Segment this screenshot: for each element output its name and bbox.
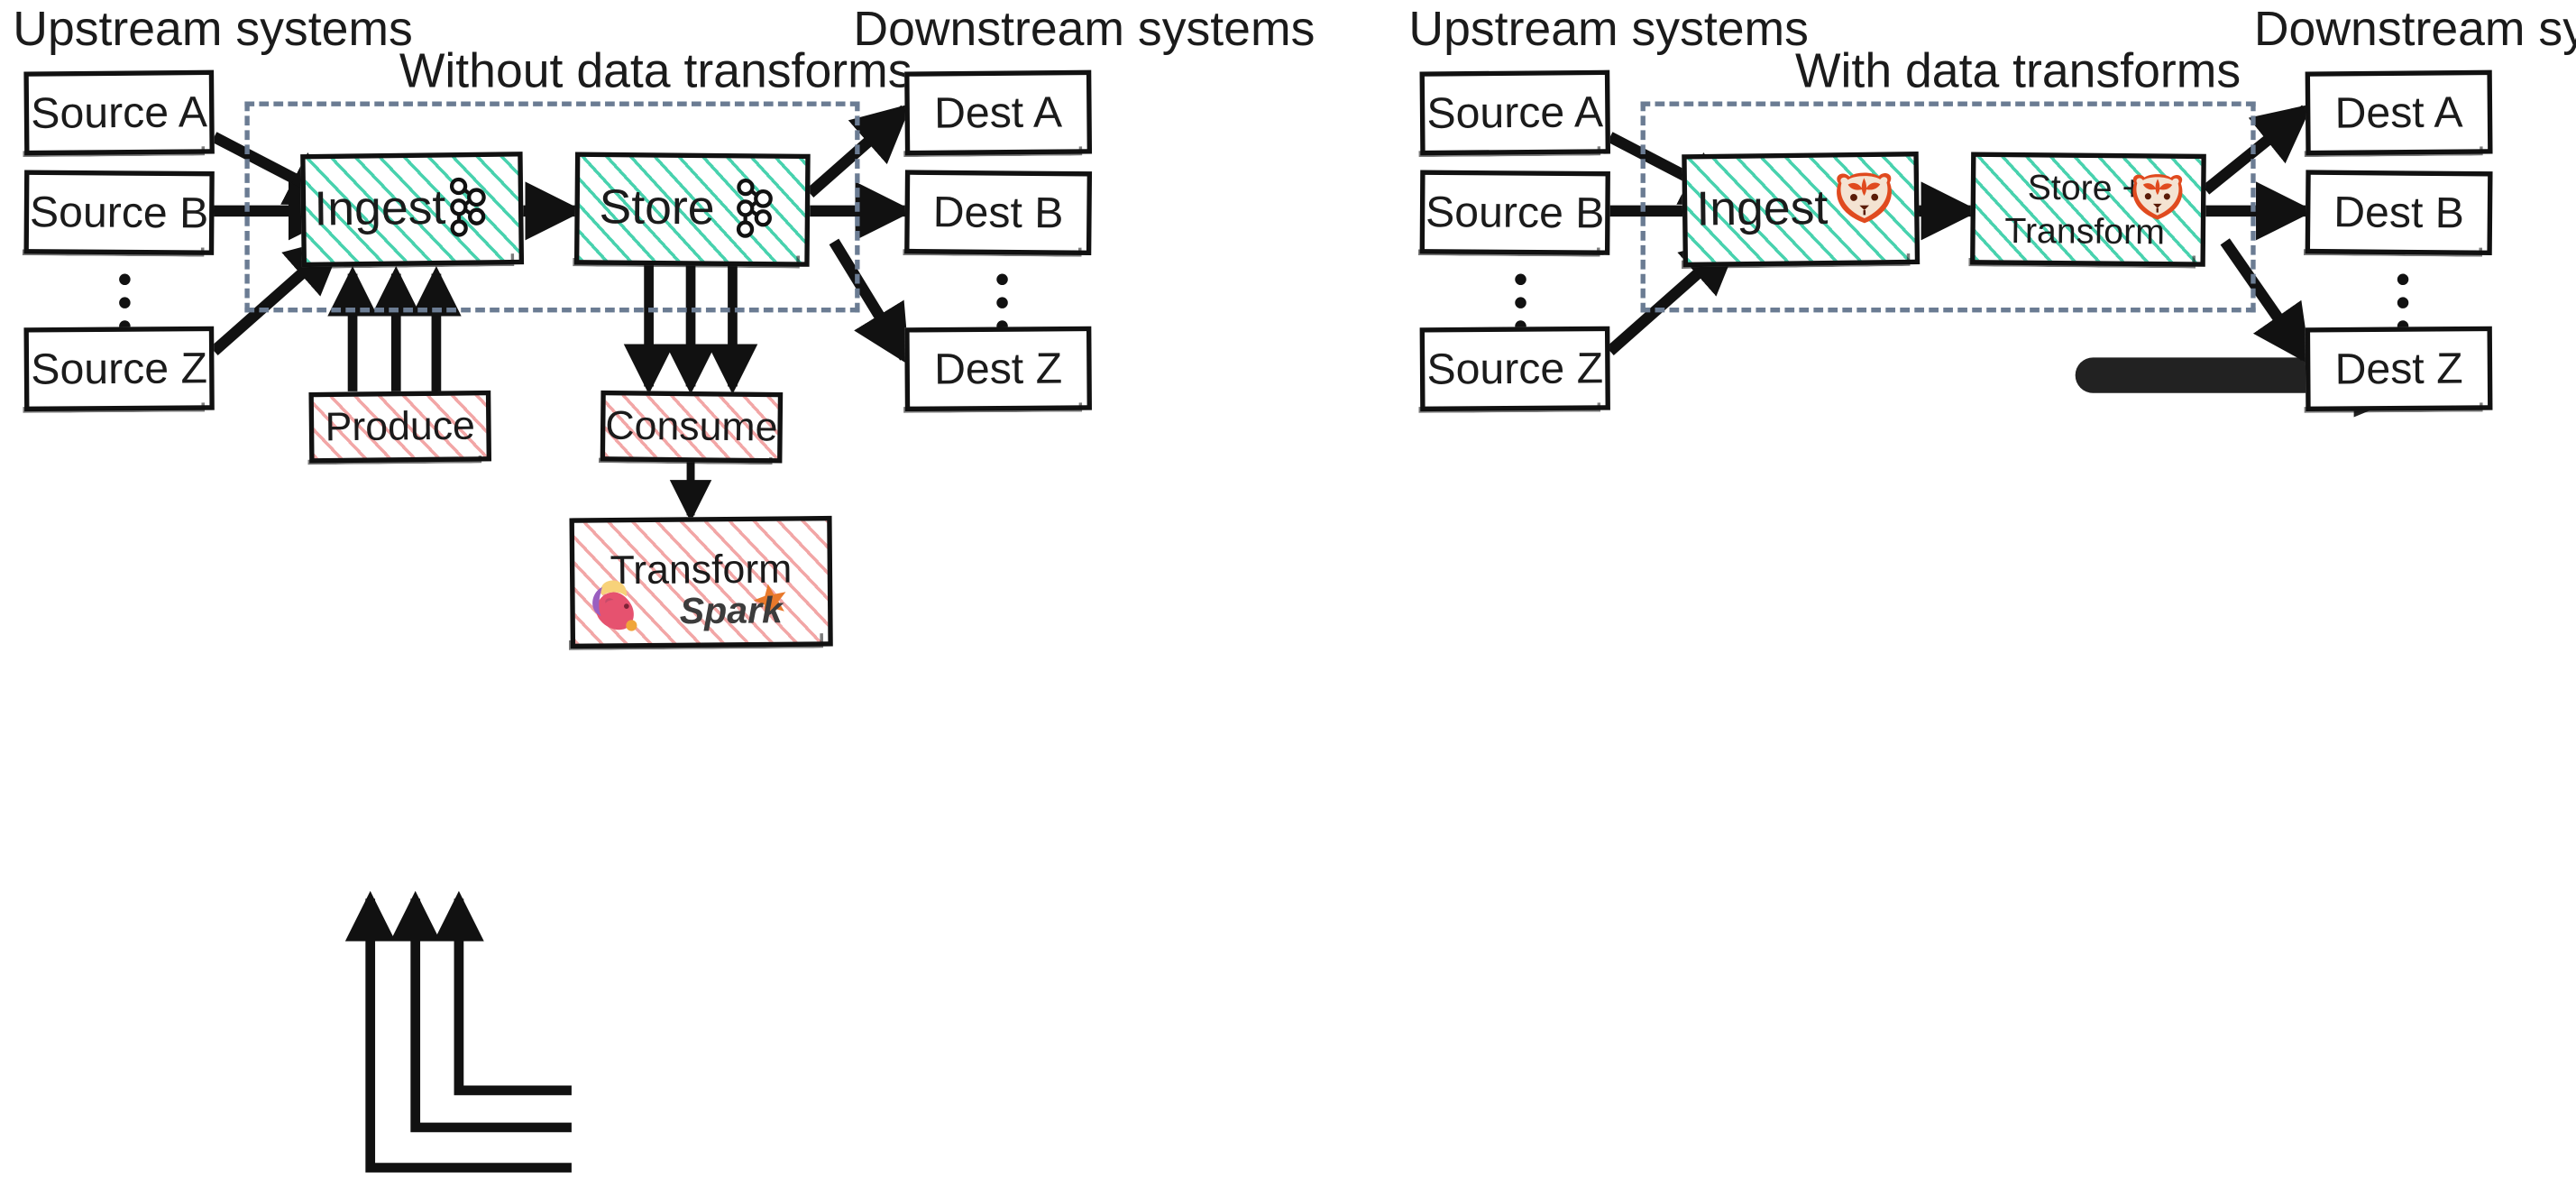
left-dest-a-label: Dest A	[933, 87, 1063, 137]
left-dest-b-label: Dest B	[932, 187, 1064, 237]
left-store-label: Store	[599, 180, 715, 235]
right-dest-z-box[interactable]: Dest Z	[2305, 326, 2493, 412]
redpanda-icon	[2132, 174, 2183, 220]
left-downstream-heading: Downstream systems	[853, 3, 1316, 57]
right-source-ellipsis	[1515, 273, 1526, 332]
left-platform-boundary	[244, 101, 860, 313]
left-source-a-label: Source A	[31, 87, 208, 137]
right-store-transform-box[interactable]: Store + Transform	[1970, 152, 2206, 267]
left-transform-box[interactable]: Transform Spark	[569, 515, 833, 649]
right-source-z-label: Source Z	[1426, 343, 1604, 393]
redpanda-icon	[1837, 172, 1892, 224]
left-dest-a-box[interactable]: Dest A	[904, 69, 1093, 156]
left-dest-b-box[interactable]: Dest B	[904, 170, 1093, 256]
left-consume-box[interactable]: Consume	[600, 390, 784, 464]
left-ingest-label: Ingest	[314, 181, 446, 237]
diagram-canvas: Upstream systems Without data transforms…	[0, 0, 2576, 665]
left-produce-label: Produce	[325, 402, 476, 450]
left-store-box[interactable]: Store	[573, 152, 811, 267]
right-panel-title: With data transforms	[1794, 44, 2241, 98]
left-source-b-box[interactable]: Source B	[23, 170, 215, 255]
right-source-b-label: Source B	[1425, 187, 1605, 237]
right-dest-b-label: Dest B	[2333, 187, 2465, 237]
right-source-a-box[interactable]: Source A	[1419, 69, 1611, 156]
left-source-b-label: Source B	[29, 187, 209, 237]
right-downstream-heading: Downstream systems	[2253, 3, 2576, 57]
right-dest-b-box[interactable]: Dest B	[2305, 170, 2493, 256]
left-panel-title: Without data transforms	[399, 44, 912, 98]
left-transform-to-produce	[344, 890, 572, 1173]
right-dest-ellipsis	[2397, 273, 2409, 332]
right-store-transform-line1: Store +	[2027, 166, 2143, 207]
left-ingest-box[interactable]: Ingest	[300, 152, 525, 268]
right-dest-a-label: Dest A	[2334, 87, 2463, 137]
left-produce-box[interactable]: Produce	[308, 390, 492, 464]
right-source-b-box[interactable]: Source B	[1419, 170, 1610, 255]
right-source-z-box[interactable]: Source Z	[1419, 326, 1610, 412]
right-upstream-heading: Upstream systems	[1408, 3, 1809, 57]
kafka-icon	[736, 179, 773, 238]
left-dest-ellipsis	[996, 273, 1008, 332]
spark-wordmark: Spark	[680, 589, 785, 631]
right-ingest-label: Ingest	[1696, 181, 1829, 237]
right-platform-boundary	[1640, 101, 2256, 313]
spark-icon: Spark	[676, 577, 819, 637]
right-ingest-box[interactable]: Ingest	[1682, 152, 1921, 268]
right-dest-a-box[interactable]: Dest A	[2305, 69, 2493, 156]
left-source-z-box[interactable]: Source Z	[23, 326, 215, 412]
flink-icon	[592, 580, 637, 631]
left-dest-z-box[interactable]: Dest Z	[904, 326, 1092, 412]
left-consume-label: Consume	[605, 402, 778, 450]
left-source-z-label: Source Z	[31, 343, 208, 393]
left-source-ellipsis	[119, 273, 131, 332]
right-dest-z-label: Dest Z	[2334, 343, 2463, 393]
left-dest-z-label: Dest Z	[933, 343, 1063, 393]
kafka-icon	[449, 177, 486, 237]
right-source-a-label: Source A	[1426, 87, 1604, 137]
left-source-a-box[interactable]: Source A	[23, 69, 215, 156]
left-upstream-heading: Upstream systems	[13, 3, 413, 57]
